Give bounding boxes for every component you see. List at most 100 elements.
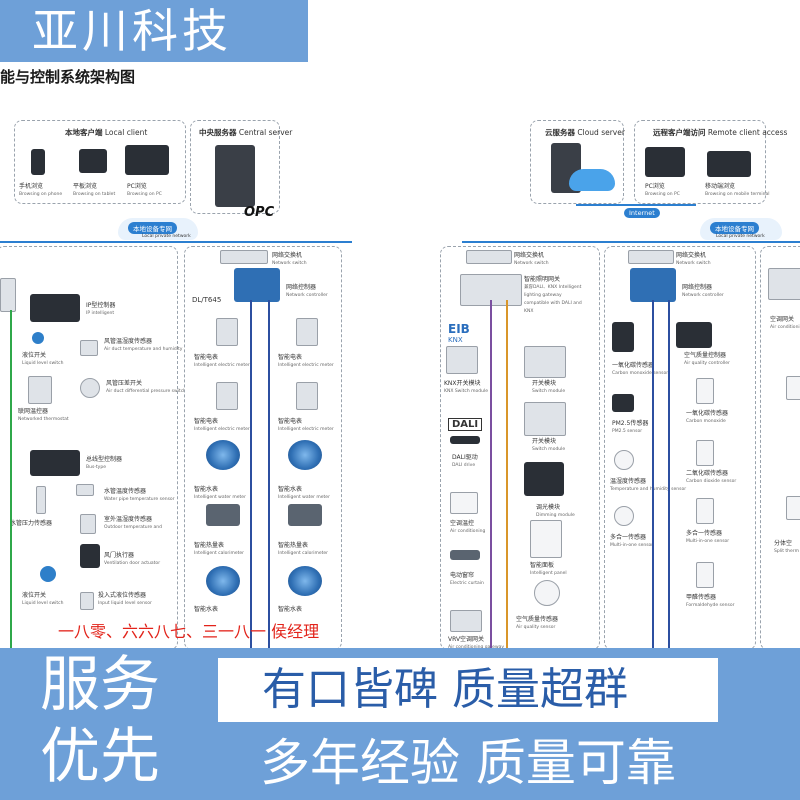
phone-icon	[31, 149, 45, 175]
co2-sensor-device	[696, 440, 714, 466]
network-switch-device	[628, 250, 674, 264]
meter-label: 智能水表	[194, 606, 219, 613]
air-bus-line	[652, 300, 654, 648]
ac-thermostat-device	[450, 492, 478, 514]
level-probe-icon	[80, 592, 94, 610]
pipe-temp-sensor-icon	[76, 484, 94, 496]
local-client-label: 本地客户端 Local client	[65, 128, 148, 137]
formaldehyde-sensor-device	[696, 562, 714, 588]
lan-bus-line	[462, 241, 800, 243]
network-controller-device	[234, 268, 280, 302]
cloud-server-panel: 云服务器 Cloud server	[530, 120, 625, 204]
dlt645-label: DL/T645	[192, 296, 222, 304]
internet-link-line	[576, 204, 696, 206]
meter-label: 智能水表	[278, 606, 303, 613]
service-text-line2: 优先	[40, 722, 160, 792]
internet-label: Internet	[624, 208, 660, 218]
temp-humidity-sensor-device	[614, 450, 634, 470]
electric-meter-icon	[296, 382, 318, 410]
electric-meter-icon	[216, 318, 238, 346]
lan-label-en: Local private network	[716, 234, 765, 239]
network-switch-device	[220, 250, 268, 264]
vrv-gateway-device	[450, 610, 482, 632]
electric-meter-icon	[216, 382, 238, 410]
edge-thermostat-device	[786, 496, 800, 520]
network-controller-device	[630, 268, 676, 302]
lan-label: 本地设备专网	[710, 222, 759, 234]
server-rack-icon	[215, 145, 255, 207]
multi-sensor-device	[614, 506, 634, 526]
remote-client-label: 远程客户端访问 Remote client access	[653, 128, 788, 137]
tablet-icon	[79, 149, 107, 173]
intelligent-panel-device	[530, 520, 562, 558]
ip-controller-device	[30, 294, 80, 322]
edge-panel	[760, 246, 800, 650]
pm25-sensor-device	[612, 394, 634, 412]
pc-monitor-icon	[645, 147, 685, 177]
co-sensor-device	[696, 378, 714, 404]
pc-monitor-icon	[125, 145, 169, 175]
slogan-line2: 多年经验 质量可靠	[260, 734, 676, 792]
air-quality-panel	[604, 246, 756, 650]
lighting-bus-line	[490, 300, 492, 648]
outdoor-sensor-icon	[80, 514, 96, 534]
lighting-panel	[440, 246, 600, 650]
water-meter-icon	[288, 566, 322, 596]
duct-temp-sensor-icon	[80, 340, 98, 356]
air-bus-line	[668, 300, 670, 648]
meter-bus-line	[250, 300, 252, 648]
knx-switch-module-device	[446, 346, 478, 374]
cloud-icon	[569, 169, 615, 191]
lan-bus-line	[0, 241, 352, 243]
water-meter-icon	[206, 566, 240, 596]
contact-phone-text: 一八零、六六八七、三一八一 侯经理	[58, 622, 320, 641]
lighting-bus-line	[506, 300, 508, 648]
water-meter-icon	[288, 440, 322, 470]
edge-gateway-device	[768, 268, 800, 300]
network-switch-device	[466, 250, 512, 264]
water-meter-icon	[206, 440, 240, 470]
bus-controller-device	[30, 450, 80, 476]
brand-logo-text: 亚川科技	[0, 0, 308, 62]
electric-meter-icon	[296, 318, 318, 346]
edge-thermostat-device	[786, 376, 800, 400]
calorimeter-icon	[206, 504, 240, 526]
switch-module-device	[524, 402, 566, 436]
